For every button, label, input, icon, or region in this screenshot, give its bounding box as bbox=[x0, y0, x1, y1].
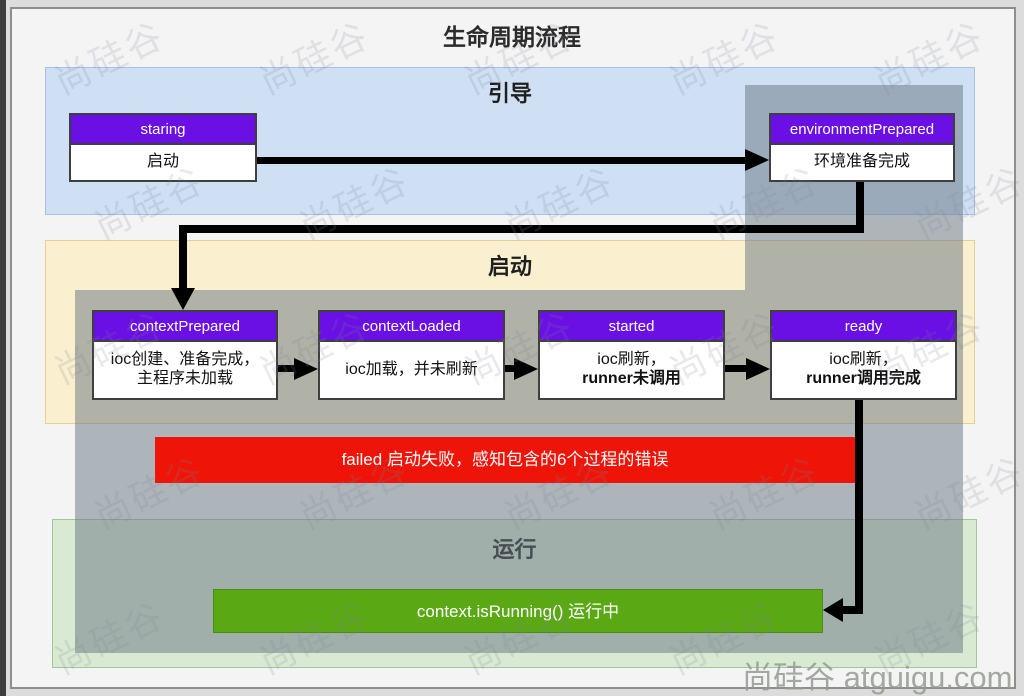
arrow-right-icon bbox=[746, 358, 770, 380]
node-environment-prepared: environmentPrepared 环境准备完成 bbox=[769, 113, 955, 182]
node-context-prepared: contextPrepared ioc创建、准备完成， 主程序未加载 bbox=[92, 310, 278, 400]
node-desc-line: runner未调用 bbox=[582, 370, 681, 387]
node-started: started ioc刷新， runner未调用 bbox=[538, 310, 725, 400]
node-desc-line: ioc创建、准备完成， bbox=[110, 351, 260, 368]
node-ready: ready ioc刷新， runner调用完成 bbox=[770, 310, 957, 400]
node-started-title: started bbox=[540, 312, 723, 342]
arrow-right-icon bbox=[745, 149, 769, 171]
node-context-loaded: contextLoaded ioc加载，并未刷新 bbox=[318, 310, 505, 400]
node-staring-title: staring bbox=[71, 115, 255, 145]
arrow-started-ready-line bbox=[725, 365, 748, 372]
page-title: 生命周期流程 bbox=[443, 24, 581, 50]
node-context-prepared-title: contextPrepared bbox=[94, 312, 276, 342]
node-desc-line: runner调用完成 bbox=[806, 370, 921, 387]
node-env-desc: 环境准备完成 bbox=[813, 153, 910, 170]
arrow-ready-left-line bbox=[843, 606, 863, 614]
window-edge bbox=[0, 0, 6, 696]
arrow-staring-to-env-line bbox=[257, 157, 747, 164]
arrow-env-horizontal-line bbox=[179, 225, 864, 233]
node-context-loaded-title: contextLoaded bbox=[320, 312, 503, 342]
arrow-left-icon bbox=[823, 598, 843, 622]
section-startup-label: 启动 bbox=[487, 254, 532, 279]
running-bar: context.isRunning() 运行中 bbox=[213, 589, 823, 633]
failed-banner: failed 启动失败，感知包含的6个过程的错误 bbox=[155, 437, 855, 483]
arrow-down-icon bbox=[171, 288, 195, 310]
section-running-label: 运行 bbox=[492, 537, 537, 562]
node-desc-line: 主程序未加载 bbox=[136, 370, 233, 387]
node-desc-line: ioc加载，并未刷新 bbox=[345, 360, 478, 378]
arrow-right-icon bbox=[294, 358, 318, 380]
arrow-ready-down-line bbox=[855, 400, 863, 614]
section-bootstrap-label: 引导 bbox=[487, 81, 532, 106]
node-staring: staring 启动 bbox=[69, 113, 257, 182]
arrow-right-icon bbox=[514, 358, 538, 380]
node-desc-line: ioc刷新， bbox=[829, 351, 898, 368]
node-desc-line: ioc刷新， bbox=[597, 351, 666, 368]
arrow-env-down-line2 bbox=[179, 225, 187, 290]
node-staring-desc: 启动 bbox=[146, 153, 179, 170]
node-ready-title: ready bbox=[772, 312, 955, 342]
node-env-title: environmentPrepared bbox=[771, 115, 953, 145]
